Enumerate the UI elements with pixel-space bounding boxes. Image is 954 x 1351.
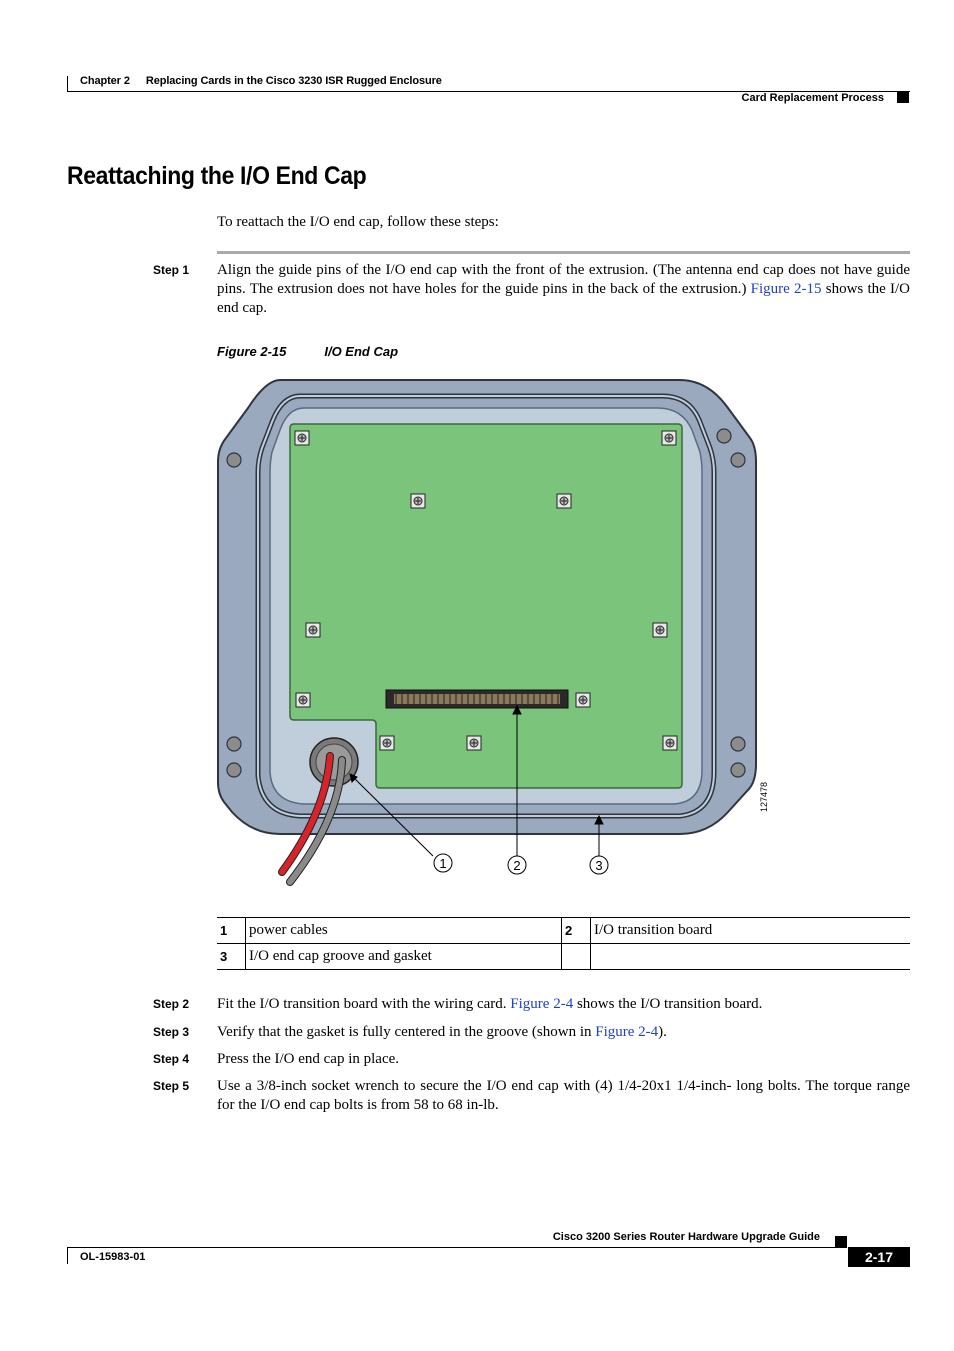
header-rule-left xyxy=(67,76,68,92)
board-screws xyxy=(294,430,678,751)
footer-guide-title: Cisco 3200 Series Router Hardware Upgrad… xyxy=(552,1231,820,1243)
page-number: 2-17 xyxy=(848,1247,910,1267)
callout-2: 2 xyxy=(507,855,527,875)
figure-art-id: 127478 xyxy=(759,782,769,812)
chapter-number: Chapter 2 xyxy=(80,75,130,87)
board-connector xyxy=(385,689,569,709)
figure-2-4-link[interactable]: Figure 2-4 xyxy=(510,996,574,1012)
table-row: 3 I/O end cap groove and gasket xyxy=(217,943,910,970)
figure-legend-table: 1 power cables 2 I/O transition board 3 … xyxy=(217,917,910,970)
step-1-label: Step 1 xyxy=(153,263,190,277)
step-5-label: Step 5 xyxy=(153,1079,190,1093)
step-5-text: Use a 3/8-inch socket wrench to secure t… xyxy=(217,1078,910,1113)
footer-rule xyxy=(67,1247,847,1248)
header-rule xyxy=(67,91,910,92)
footer-doc-id: OL-15983-01 xyxy=(80,1251,146,1263)
legend-desc xyxy=(590,943,910,970)
legend-desc: power cables xyxy=(245,917,562,944)
header-marker xyxy=(897,92,909,103)
mounting-holes xyxy=(226,428,746,778)
step-3-text: Verify that the gasket is fully centered… xyxy=(217,1023,910,1042)
header-section: Card Replacement Process xyxy=(741,92,884,104)
figure-2-15-link[interactable]: Figure 2-15 xyxy=(750,281,822,297)
svg-text:2: 2 xyxy=(513,858,520,873)
figure-number: Figure 2-15 xyxy=(217,344,287,359)
callout-3: 3 xyxy=(589,855,609,875)
step-3-body: Verify that the gasket is fully centered… xyxy=(217,1024,596,1040)
io-end-cap-figure: 1 2 3 127478 xyxy=(217,379,769,886)
figure-title: I/O End Cap xyxy=(324,344,399,359)
figure-caption: Figure 2-15 I/O End Cap xyxy=(217,344,398,359)
footer-marker xyxy=(835,1236,847,1247)
page-title: Reattaching the I/O End Cap xyxy=(67,162,367,190)
steps-rule xyxy=(217,251,910,254)
legend-desc: I/O end cap groove and gasket xyxy=(245,943,562,970)
legend-num: 2 xyxy=(561,917,591,944)
step-3-tail: ). xyxy=(658,1024,667,1040)
footer-rule-left xyxy=(67,1247,68,1264)
step-2-label: Step 2 xyxy=(153,997,190,1011)
table-row: 1 power cables 2 I/O transition board xyxy=(217,917,910,944)
legend-desc: I/O transition board xyxy=(590,917,910,944)
power-cables xyxy=(278,752,346,886)
step-1-tail: shows the I/O end cap. xyxy=(217,281,910,316)
step-1-body: Align the guide pins of the I/O end cap … xyxy=(217,262,910,297)
svg-text:1: 1 xyxy=(439,856,446,871)
step-2-body: Fit the I/O transition board with the wi… xyxy=(217,996,511,1012)
legend-num xyxy=(561,943,591,970)
intro-text: To reattach the I/O end cap, follow thes… xyxy=(217,214,499,230)
step-1-text: Align the guide pins of the I/O end cap … xyxy=(217,261,910,318)
legend-num: 1 xyxy=(217,917,246,944)
step-2-tail: shows the I/O transition board. xyxy=(573,996,763,1012)
callout-1: 1 xyxy=(433,853,453,873)
callout-leaders xyxy=(349,704,604,857)
legend-num: 3 xyxy=(217,943,246,970)
figure-2-4-link[interactable]: Figure 2-4 xyxy=(595,1024,659,1040)
header-chapter: Chapter 2 Replacing Cards in the Cisco 32… xyxy=(80,75,442,87)
step-3-label: Step 3 xyxy=(153,1025,190,1039)
step-4-text: Press the I/O end cap in place. xyxy=(217,1051,400,1067)
chapter-title: Replacing Cards in the Cisco 3230 ISR Ru… xyxy=(145,75,442,87)
step-4-label: Step 4 xyxy=(153,1052,190,1066)
svg-text:3: 3 xyxy=(595,858,602,873)
step-2-text: Fit the I/O transition board with the wi… xyxy=(217,995,910,1014)
